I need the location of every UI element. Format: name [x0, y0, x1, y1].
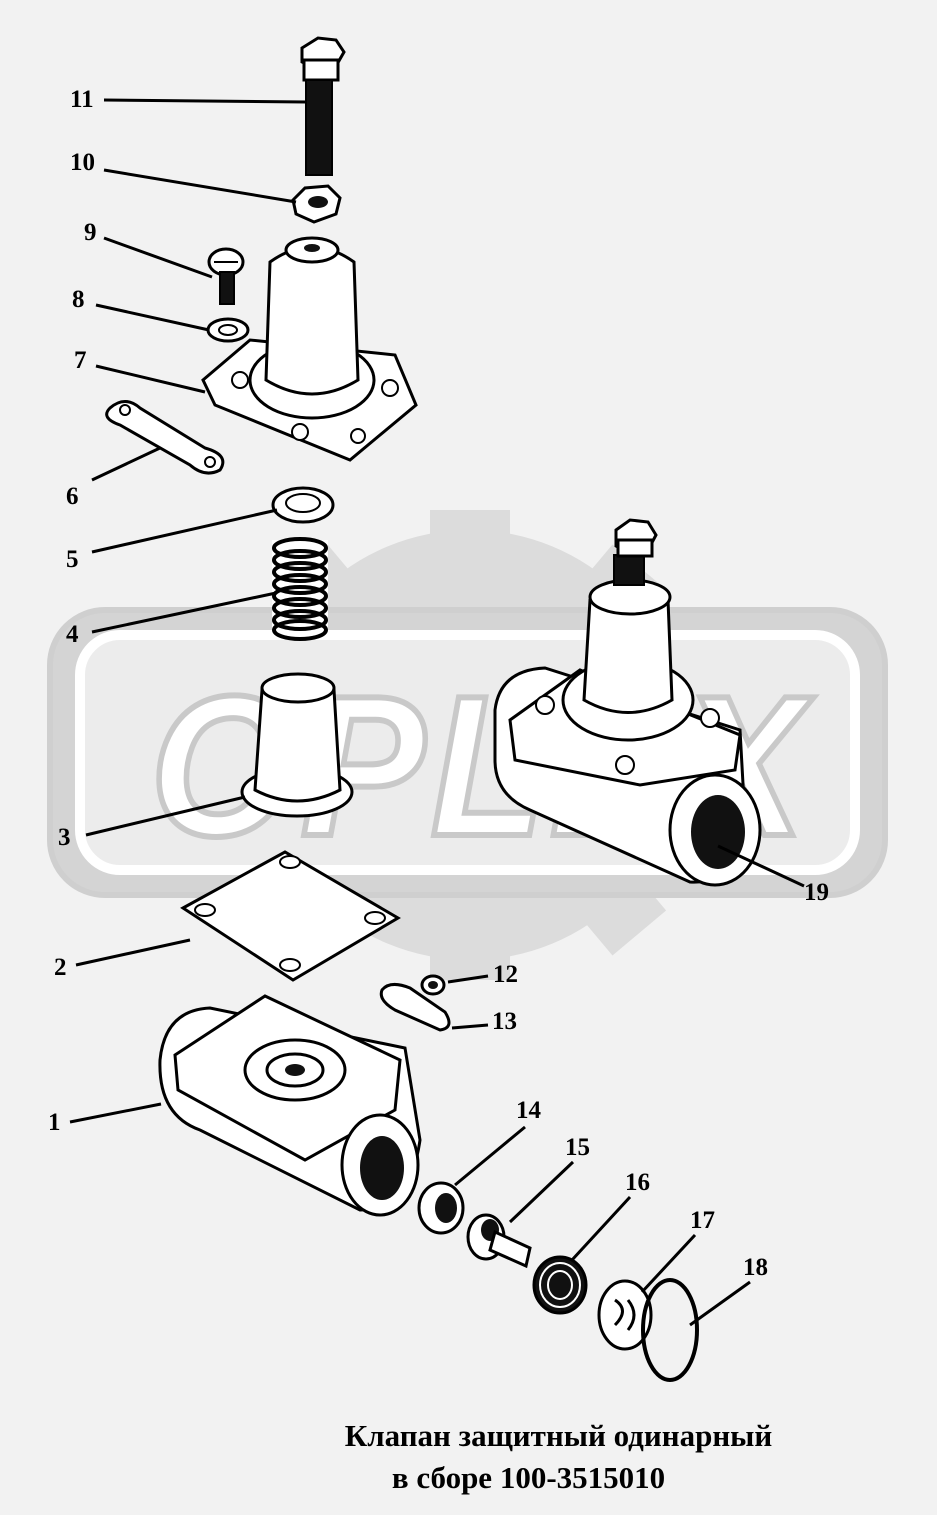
part-15-valve	[466, 1213, 532, 1269]
part-12-plug	[420, 974, 446, 996]
part-18-circlip	[641, 1278, 699, 1382]
callout-18: 18	[743, 1254, 768, 1281]
part-10-nut	[291, 184, 342, 224]
callout-15: 15	[565, 1134, 590, 1161]
part-6-plate	[105, 400, 225, 475]
callout-10: 10	[70, 149, 95, 176]
watermark-logo: OPLEX	[47, 510, 888, 980]
callout-17: 17	[690, 1207, 715, 1234]
diagram-title-line1: Клапан защитный одинарный	[344, 1418, 773, 1453]
part-17-disc	[597, 1279, 653, 1351]
callout-4: 4	[66, 621, 79, 648]
callout-14: 14	[516, 1097, 542, 1124]
callout-8: 8	[72, 286, 85, 313]
callout-13: 13	[492, 1008, 517, 1035]
part-16-spring	[532, 1255, 588, 1315]
part-4-spring	[272, 537, 328, 641]
callout-9: 9	[84, 219, 97, 246]
callout-19: 19	[804, 879, 829, 906]
diagram-title-line2: в сборе 100-3515010	[391, 1460, 666, 1495]
callout-1: 1	[48, 1109, 61, 1136]
part-11-bolt	[300, 36, 346, 176]
part-7-cover	[201, 236, 418, 462]
part-8-washer	[206, 317, 250, 343]
callout-6: 6	[66, 483, 79, 510]
part-14-ring	[417, 1181, 465, 1235]
part-1-body	[158, 994, 422, 1217]
part-9-screw	[207, 247, 245, 305]
part-5-washer	[271, 486, 335, 524]
part-2-gasket	[180, 850, 401, 982]
part-19-assembly	[493, 518, 762, 887]
callout-labels: 11 10 9 8 7 6 5 4 3 2 1 12 13 14 15 16 1…	[48, 86, 829, 1281]
callout-5: 5	[66, 546, 79, 573]
callout-11: 11	[70, 86, 94, 113]
part-13-plate	[379, 983, 451, 1032]
callout-12: 12	[493, 961, 518, 988]
callout-3: 3	[58, 824, 71, 851]
leader-lines	[69, 98, 805, 1327]
callout-7: 7	[74, 347, 87, 374]
callout-16: 16	[625, 1169, 650, 1196]
callout-2: 2	[54, 954, 67, 981]
part-3-cup	[240, 672, 354, 818]
